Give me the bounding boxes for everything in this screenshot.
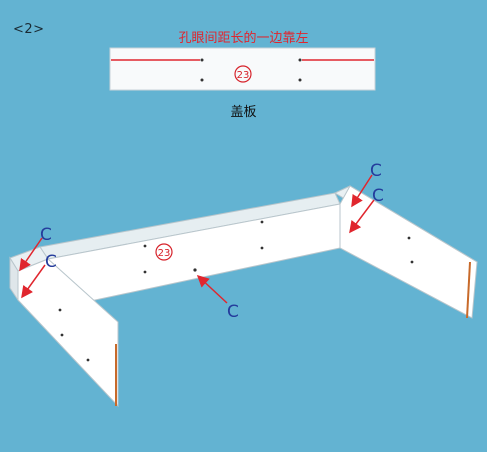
hole (298, 58, 302, 62)
arrow-icon (21, 264, 46, 299)
arrow-icon (349, 199, 375, 234)
left-panel-end (9, 256, 19, 302)
connector-label: C (40, 225, 52, 245)
arrow-icon (196, 274, 228, 304)
arrow-icon (351, 174, 373, 208)
hole (200, 58, 204, 62)
part-number: 23 (158, 248, 171, 259)
part-number-badge (155, 243, 173, 261)
hole (298, 78, 302, 82)
hole (200, 78, 204, 82)
part-number: 23 (237, 70, 250, 81)
part-number-badge (234, 65, 252, 83)
connector-label: C (227, 302, 239, 322)
u-frame-assembly: 23 (9, 185, 478, 408)
hole (60, 333, 64, 337)
arrow-icon (19, 237, 43, 272)
hole (143, 244, 147, 248)
edge-band (466, 261, 471, 319)
hole (260, 246, 264, 250)
step-number: <2> (13, 22, 45, 37)
hole (86, 358, 90, 362)
hole (193, 268, 197, 272)
hole (143, 270, 147, 274)
connector-callouts: C C C C C (19, 161, 384, 322)
top-panel-diagram: 23 (109, 47, 376, 91)
hole (58, 308, 62, 312)
hole (407, 236, 411, 240)
hole (410, 260, 414, 264)
right-side-panel (339, 185, 478, 319)
orientation-note: 孔眼间距长的一边靠左 (178, 31, 309, 46)
connector-label: C (370, 161, 382, 181)
connector-label: C (372, 186, 384, 206)
connector-label: C (45, 252, 57, 272)
panel-name: 盖板 (230, 105, 257, 120)
hole (260, 220, 264, 224)
